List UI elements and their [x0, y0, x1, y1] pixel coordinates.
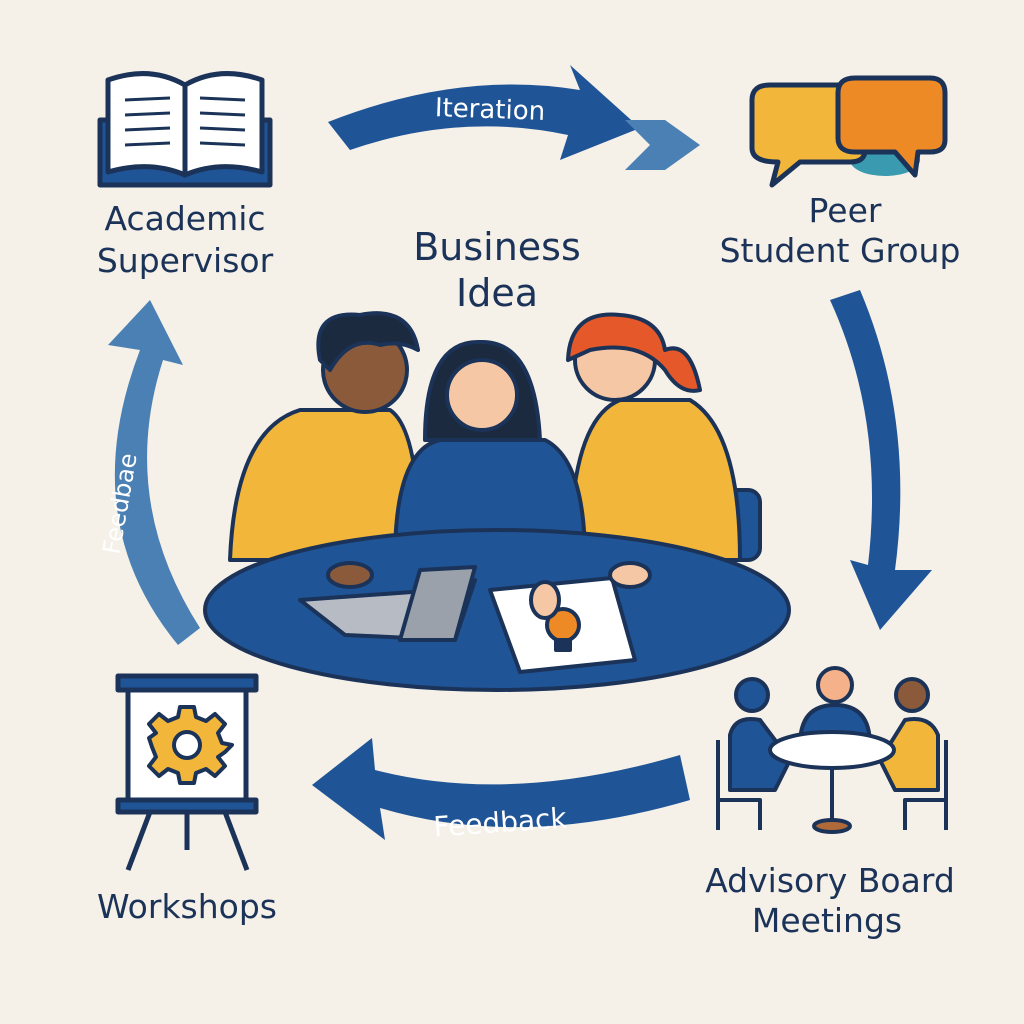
- iteration-arrow: Iteration: [328, 65, 700, 170]
- academic-supervisor-label-line2: Supervisor: [97, 241, 274, 280]
- advisory-board-label-line1: Advisory Board: [705, 861, 955, 900]
- right-arrow: [830, 290, 932, 630]
- advisory-board-label-line2: Meetings: [752, 901, 902, 940]
- feedback-arrow-bottom: Feedback: [312, 738, 690, 844]
- iteration-label: Iteration: [434, 93, 545, 127]
- title-line2: Idea: [456, 271, 538, 315]
- academic-supervisor-label-line1: Academic: [104, 199, 265, 238]
- peer-student-group-label-line2: Student Group: [720, 231, 961, 270]
- students-at-table-illustration: [203, 311, 791, 692]
- meeting-table-icon: [716, 666, 948, 834]
- speech-bubbles-icon: [749, 75, 948, 188]
- left-arrow: Feedbae: [97, 300, 200, 645]
- easel-gear-icon: [115, 673, 259, 871]
- peer-student-group-label-line1: Peer: [809, 191, 882, 230]
- workshops-label: Workshops: [97, 887, 277, 926]
- title-line1: Business: [413, 225, 581, 269]
- open-book-icon: [97, 71, 273, 188]
